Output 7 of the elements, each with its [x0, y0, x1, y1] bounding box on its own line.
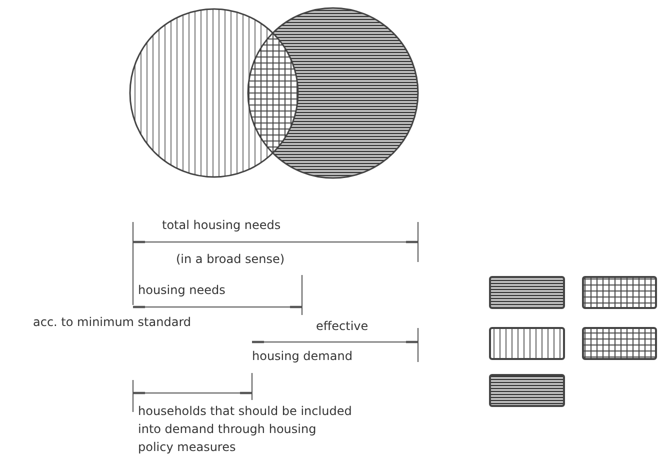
dimension-label: housing needs — [138, 282, 226, 299]
dimension-label: effective — [316, 318, 368, 335]
dimension-label: housing demand — [252, 348, 352, 365]
dimension-label: (in a broad sense) — [176, 251, 285, 268]
dimension-label: acc. to minimum standard — [33, 314, 192, 331]
dimension-label: total housing needs — [162, 217, 281, 234]
note-text: households that should be included into demand through housing policy measures — [138, 403, 353, 456]
